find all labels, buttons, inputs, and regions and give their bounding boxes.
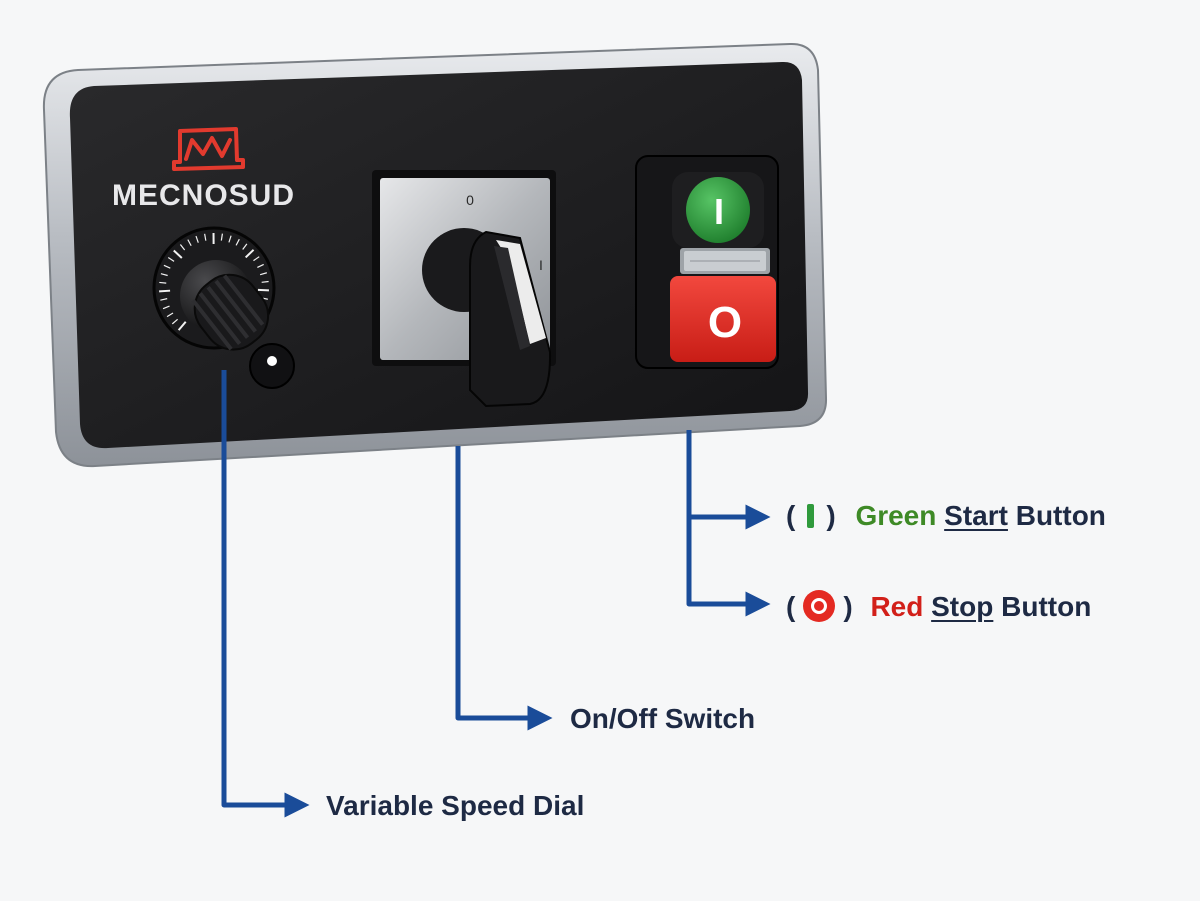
start-close-paren: ) <box>826 500 836 531</box>
dial-scale-tick <box>261 280 269 283</box>
push-button-block <box>635 155 779 369</box>
stop-suffix: Button <box>1001 591 1092 622</box>
dial-scale-tick <box>159 281 167 284</box>
dial-scale-tick <box>253 256 260 262</box>
dial-scale-tick <box>163 264 171 269</box>
dial-scale-tick <box>235 238 240 246</box>
dial-scale-tick <box>220 233 224 241</box>
dial-scale-tick <box>173 249 183 259</box>
callout-lines <box>221 370 771 818</box>
dial-scale-tick <box>160 298 168 301</box>
speed-dial-icon <box>152 226 295 389</box>
dial-scale-tick <box>177 321 187 331</box>
stop-color-word: Red <box>870 591 924 622</box>
dial-scale-tick <box>259 272 268 276</box>
stop-button-symbol: O <box>708 298 742 347</box>
start-button-symbol: I <box>714 191 724 232</box>
switch-callout-label: On/Off Switch <box>570 703 756 734</box>
start-open-paren: ( <box>786 500 796 531</box>
brand-name: MECNOSUD <box>112 179 295 212</box>
stop-open-paren: ( <box>786 591 796 622</box>
switch-off-mark: 0 <box>466 192 474 208</box>
dial-scale-tick <box>228 235 232 243</box>
start-action-word: Start <box>944 500 1008 531</box>
dial-scale-tick <box>159 289 171 293</box>
dial-scale-tick <box>257 263 264 268</box>
stop-symbol-icon <box>803 590 836 622</box>
stop-callout-line <box>686 517 771 617</box>
start-symbol-icon <box>807 504 815 528</box>
switch-callout-line <box>455 446 553 731</box>
dial-scale-tick <box>187 239 192 247</box>
start-callout-label: () Green Start Button <box>786 499 1106 533</box>
switch-on-mark: I <box>539 257 543 273</box>
dial-scale-tick <box>162 305 170 310</box>
start-button-icon <box>686 177 750 243</box>
dial-scale-tick <box>160 273 168 277</box>
dial-scale-tick <box>244 249 255 259</box>
dial-scale-tick <box>167 256 175 262</box>
dial-scale-tick <box>195 235 199 243</box>
rotary-switch-icon <box>372 170 556 408</box>
start-color-word: Green <box>855 500 937 531</box>
stop-action-word: Stop <box>931 591 994 622</box>
start-callout-line <box>686 430 771 530</box>
dial-scale-tick <box>179 244 186 251</box>
stop-button-icon <box>670 276 776 362</box>
start-suffix: Button <box>1015 500 1106 531</box>
dial-scale-tick <box>166 312 174 318</box>
dial-callout-line <box>221 370 310 818</box>
dial-callout-label: Variable Speed Dial <box>326 790 585 821</box>
brand-logo-icon <box>172 127 245 171</box>
stop-callout-label: () Red Stop Button <box>786 590 1091 624</box>
dial-scale-tick <box>204 233 207 241</box>
dial-scale-tick <box>242 243 248 250</box>
dial-scale-tick <box>171 318 179 325</box>
stop-close-paren: ) <box>843 591 853 622</box>
